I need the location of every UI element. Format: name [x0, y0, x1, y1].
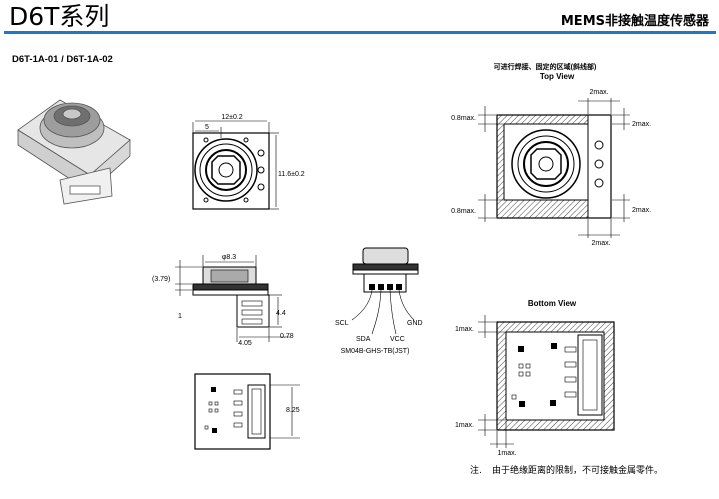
bottom-view-dim-left-lower: 1max.	[455, 422, 474, 429]
product-category: MEMS非接触温度传感器	[560, 14, 709, 29]
front-view-drawing	[192, 120, 279, 210]
connector-pin-scl: SCL	[335, 320, 349, 327]
top-view-dim-right-lower: 2max.	[632, 207, 651, 214]
model-label: D6T-1A-01 / D6T-1A-02	[12, 54, 113, 65]
side-dim-left-lower: 1	[178, 313, 182, 320]
connector-pin-vcc: VCC	[390, 336, 405, 343]
side-dim-right-height: 4.4	[276, 310, 286, 317]
connector-part-number: SM04B-GHS-TB(JST)	[341, 348, 410, 355]
side-dim-bottom-right: 0.78	[280, 333, 294, 340]
side-dim-left-upper: (3.79)	[152, 276, 170, 283]
side-dim-bottom-width: 4.05	[238, 340, 252, 347]
front-width-dim: 12±0.2	[221, 114, 242, 121]
page-header: D6T系列 MEMS非接触温度传感器	[0, 0, 719, 36]
header-rule	[4, 31, 716, 34]
side-view-drawing	[175, 255, 290, 342]
product-3d-view	[17, 99, 131, 205]
front-height-dim: 11.6±0.2	[278, 171, 305, 178]
side-diameter-dim: φ8.3	[222, 254, 236, 261]
bottom-view-dim-bottom: 1max.	[497, 450, 516, 457]
bottom-view-drawing	[478, 315, 615, 448]
top-view-title: Top View	[540, 72, 575, 81]
connector-drawing	[351, 247, 419, 335]
top-view-caption: 可进行焊接、固定的区域(斜线部)	[494, 62, 597, 71]
rear-height-dim: 8.25	[286, 407, 300, 414]
bottom-view-title: Bottom View	[528, 299, 577, 308]
top-view-dim-bottom: 2max.	[591, 240, 610, 247]
bottom-view-dim-left-upper: 1max.	[455, 326, 474, 333]
connector-pin-gnd: GND	[407, 320, 423, 327]
top-view-dim-right-upper: 2max.	[632, 121, 651, 128]
top-view-dim-left-lower: 0.8max.	[451, 208, 476, 215]
top-view-dim-left-upper: 0.8max.	[451, 115, 476, 122]
rear-view-drawing	[194, 373, 300, 450]
top-view-drawing	[478, 98, 630, 238]
connector-pin-sda: SDA	[356, 336, 371, 343]
front-offset-dim: 5	[205, 124, 209, 131]
note-prefix: 注.	[470, 466, 482, 476]
note-text: 由于绝缘距离的限制，不可接触金属零件。	[492, 466, 664, 476]
page-title: D6T系列	[9, 2, 110, 31]
top-view-dim-top: 2max.	[589, 89, 608, 96]
